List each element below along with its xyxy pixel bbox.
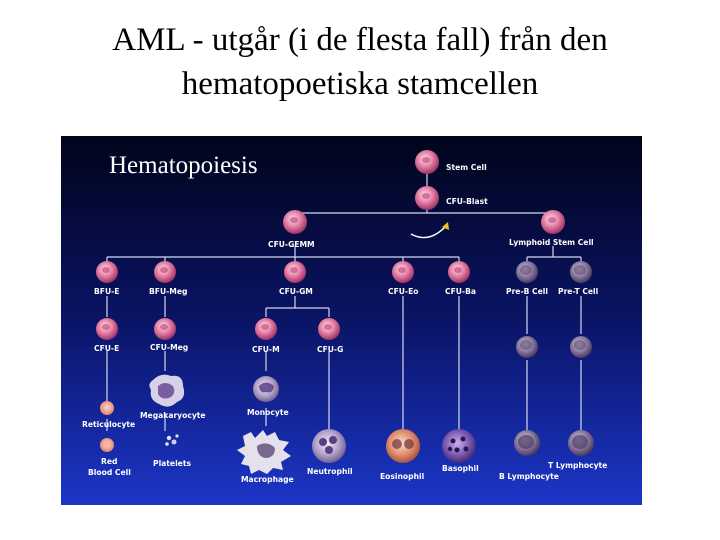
lymphoid-cell-t-mid	[570, 336, 592, 358]
slide-title-line-2: hematopoetiska stamcellen	[181, 66, 539, 102]
neutrophil-cell	[312, 429, 346, 463]
stem-cell	[415, 150, 439, 174]
basophil-cell	[442, 429, 476, 463]
label-bfu-e: BFU-E	[94, 287, 119, 296]
platelets-cell	[165, 434, 179, 446]
label-basophil: Basophil	[442, 464, 479, 473]
label-cfu-g: CFU-G	[317, 345, 343, 354]
slide-title: AML - utgår (i de flesta fall) från den …	[0, 18, 720, 106]
macrophage-cell	[237, 430, 291, 474]
label-eosinophil: Eosinophil	[380, 472, 424, 481]
label-red-blood-cell-line1: Red	[101, 457, 117, 466]
label-cfu-e: CFU-E	[94, 344, 119, 353]
label-red-blood-cell-line2: Blood Cell	[88, 468, 131, 477]
cfu-blast-cell	[415, 186, 439, 210]
reticulocyte-cell	[100, 401, 114, 415]
label-cfu-gemm: CFU-GEMM	[268, 240, 315, 249]
cfu-eo-cell	[392, 261, 414, 283]
cfu-e-cell	[96, 318, 118, 340]
cfu-ba-cell	[448, 261, 470, 283]
curved-arrow	[410, 225, 447, 239]
label-cfu-gm: CFU-GM	[279, 287, 313, 296]
lymphoid-cell-b-mid	[516, 336, 538, 358]
bfu-e-cell	[96, 261, 118, 283]
slide-title-line-1: AML - utgår (i de flesta fall) från den	[112, 22, 608, 58]
hematopoiesis-chart: Hematopoiesis	[61, 136, 642, 505]
red-blood-cell	[100, 438, 114, 452]
bfu-meg-cell	[154, 261, 176, 283]
label-cfu-ba: CFU-Ba	[445, 287, 476, 296]
t-lymphocyte-cell	[568, 430, 594, 456]
label-cfu-blast: CFU-Blast	[446, 197, 488, 206]
cfu-meg-cell	[154, 318, 176, 340]
cfu-gm-cell	[284, 261, 306, 283]
label-cfu-meg: CFU-Meg	[150, 343, 188, 352]
eosinophil-cell	[386, 429, 420, 463]
pre-t-cell	[570, 261, 592, 283]
label-lymphoid-stem-cell: Lymphoid Stem Cell	[509, 238, 594, 247]
label-cfu-m: CFU-M	[252, 345, 280, 354]
label-stem-cell: Stem Cell	[446, 163, 487, 172]
diagram-heading: Hematopoiesis	[109, 152, 258, 179]
cfu-m-cell	[255, 318, 277, 340]
label-b-lymphocyte: B Lymphocyte	[499, 472, 559, 481]
connector-lines	[106, 174, 582, 431]
label-platelets: Platelets	[153, 459, 191, 468]
cfu-g-cell	[318, 318, 340, 340]
hematopoiesis-diagram: Hematopoiesis	[61, 136, 642, 505]
label-cfu-eo: CFU-Eo	[388, 287, 418, 296]
curved-arrowhead	[442, 222, 449, 230]
label-macrophage: Macrophage	[241, 475, 294, 484]
label-pre-b-cell: Pre-B Cell	[506, 287, 548, 296]
label-neutrophil: Neutrophil	[307, 467, 353, 476]
cfu-gemm-cell	[283, 210, 307, 234]
label-pre-t-cell: Pre-T Cell	[558, 287, 598, 296]
label-monocyte: Monocyte	[247, 408, 289, 417]
diagram-background	[61, 136, 642, 505]
label-reticulocyte: Reticulocyte	[82, 420, 135, 429]
pre-b-cell	[516, 261, 538, 283]
label-t-lymphocyte: T Lymphocyte	[548, 461, 607, 470]
b-lymphocyte-cell	[514, 430, 540, 456]
label-megakaryocyte: Megakaryocyte	[140, 411, 206, 420]
monocyte-cell	[253, 376, 279, 402]
label-bfu-meg: BFU-Meg	[149, 287, 187, 296]
megakaryocyte-cell	[149, 374, 185, 407]
lymphoid-stem-cell	[541, 210, 565, 234]
